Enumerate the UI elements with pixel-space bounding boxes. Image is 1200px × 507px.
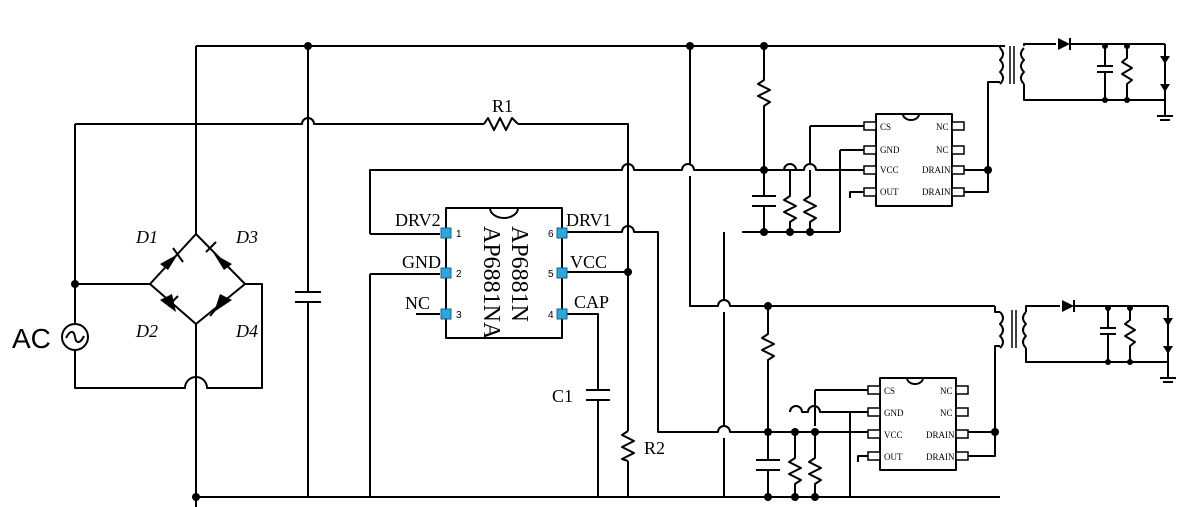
d2-label: D2 xyxy=(135,321,158,341)
u-drain1: DRAIN xyxy=(922,165,951,175)
pin-nc-label: NC xyxy=(405,293,430,313)
pin-2-num: 2 xyxy=(456,269,462,280)
l-cs: CS xyxy=(884,386,895,396)
u-gnd: GND xyxy=(880,145,900,155)
l-drain1: DRAIN xyxy=(926,430,955,440)
controller-part-1: AP6881N xyxy=(506,226,532,322)
bridge-rectifier: D1 D3 D2 D4 xyxy=(135,227,258,341)
l-nc2: NC xyxy=(940,408,953,418)
r1-label: R1 xyxy=(492,96,513,116)
bulk-capacitor xyxy=(295,291,321,303)
pin-6-num: 6 xyxy=(548,229,554,240)
d4-label: D4 xyxy=(235,321,258,341)
pin-3-num: 3 xyxy=(456,310,462,321)
l-gnd: GND xyxy=(884,408,904,418)
l-vcc: VCC xyxy=(884,430,903,440)
r2-label: R2 xyxy=(644,438,665,458)
u-drain2: DRAIN xyxy=(922,187,951,197)
l-nc1: NC xyxy=(940,386,953,396)
pin-1-num: 1 xyxy=(456,229,462,240)
pin-gnd-label: GND xyxy=(402,252,441,272)
wires xyxy=(74,45,1005,507)
pin-drv1-label: DRV1 xyxy=(566,210,612,230)
ac-label: AC xyxy=(12,323,51,354)
d3-label: D3 xyxy=(235,227,258,247)
u-nc2: NC xyxy=(936,145,949,155)
pin-4-num: 4 xyxy=(548,310,554,321)
r1-resistor: R1 xyxy=(483,96,519,132)
controller-part-2: AP6881NA xyxy=(478,226,504,340)
pin-5-num: 5 xyxy=(548,269,554,280)
r2-resistor: R2 xyxy=(621,430,665,462)
pin-cap-label: CAP xyxy=(574,292,609,312)
u-cs: CS xyxy=(880,122,891,132)
ac-source: AC xyxy=(12,323,89,354)
l-drain2: DRAIN xyxy=(926,452,955,462)
u-nc1: NC xyxy=(936,122,949,132)
u-out: OUT xyxy=(880,187,899,197)
c1-label: C1 xyxy=(552,386,573,406)
u-vcc: VCC xyxy=(880,165,899,175)
l-out: OUT xyxy=(884,452,903,462)
controller-ic: 1 2 3 6 5 4 DRV2 GND NC DRV1 VCC CAP AP6… xyxy=(395,207,612,340)
pin-vcc-label: VCC xyxy=(570,252,607,272)
pin-drv2-label: DRV2 xyxy=(395,210,441,230)
upper-channel: CS GND VCC OUT NC NC DRAIN DRAIN xyxy=(742,38,1173,233)
d1-label: D1 xyxy=(135,227,158,247)
c1-capacitor: C1 xyxy=(552,386,610,406)
lower-channel: CS GND VCC OUT NC NC DRAIN DRAIN xyxy=(746,300,1176,497)
